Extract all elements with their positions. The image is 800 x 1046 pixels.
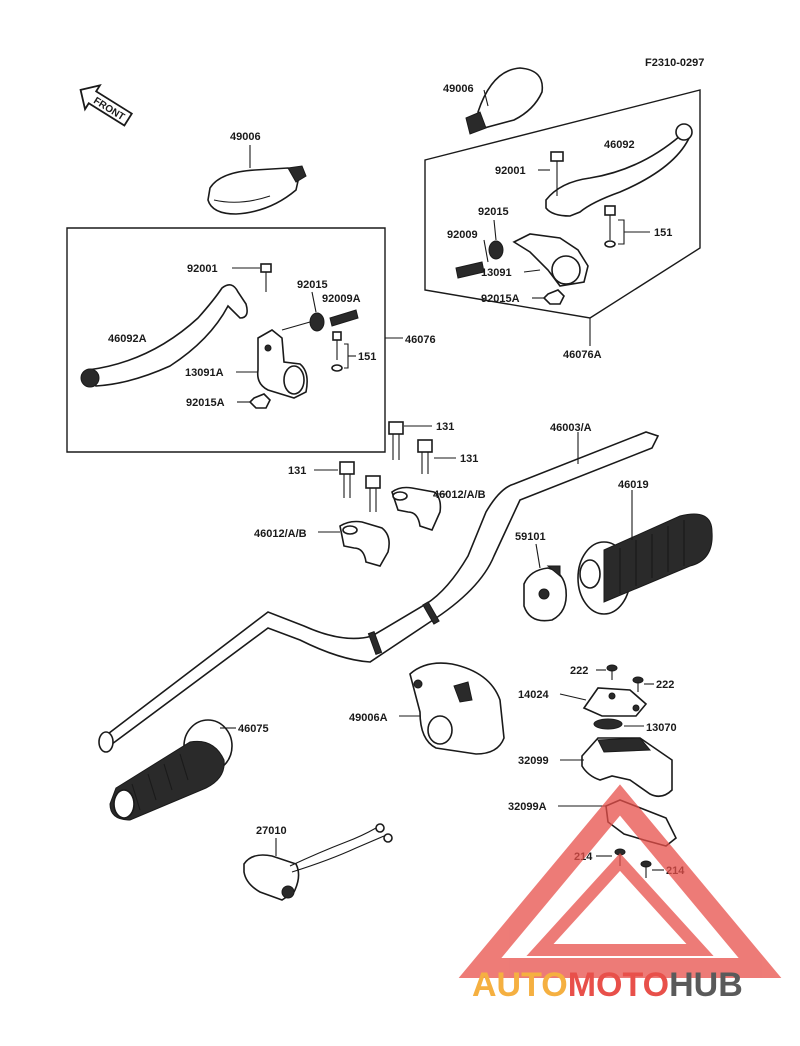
label-131-c: 131 [288, 465, 306, 477]
washer-92015-right [488, 240, 504, 260]
label-59101: 59101 [515, 531, 546, 543]
label-151-left: 151 [358, 351, 376, 363]
label-46092: 46092 [604, 139, 635, 151]
screw-222-right [632, 676, 644, 692]
label-151-right: 151 [654, 227, 672, 239]
handlebar-clamp-lower [339, 520, 390, 567]
kill-switch-27010 [243, 823, 393, 901]
pivot-bolt-151-right [604, 205, 616, 248]
bolt-131-a [388, 421, 404, 460]
label-46076A: 46076A [563, 349, 602, 361]
label-46003: 46003/A [550, 422, 592, 434]
bolt-131-c [339, 461, 355, 498]
screw-92009 [455, 261, 485, 279]
figure-code: F2310-0297 [645, 57, 704, 69]
screw-214-right [640, 860, 652, 878]
gasket-13070 [593, 718, 623, 730]
nut-92015A-left [248, 393, 271, 409]
automotohub-watermark-logo [458, 784, 782, 978]
label-131-b: 131 [460, 453, 478, 465]
lever-46092A [80, 284, 248, 388]
watermark-text: AUTOMOTOHUB [472, 966, 743, 1004]
label-92015A-right: 92015A [481, 293, 520, 305]
label-92015A-left: 92015A [186, 397, 225, 409]
label-222-right: 222 [656, 679, 674, 691]
lever-bracket-13091A [256, 329, 308, 399]
label-49006A: 49006A [349, 712, 388, 724]
nut-92015A-right [542, 289, 565, 305]
label-92001-left: 92001 [187, 263, 218, 275]
pivot-bolt-151-left [331, 331, 343, 372]
bolt-92001-right [550, 151, 564, 196]
lever-46092 [545, 123, 693, 217]
right-lever-assembly-box [424, 89, 701, 319]
left-lever-assembly-box [66, 227, 386, 453]
label-49006-right: 49006 [443, 83, 474, 95]
throttle-grip-46019 [577, 513, 713, 615]
label-46076: 46076 [405, 334, 436, 346]
label-32099: 32099 [518, 755, 549, 767]
label-92009A: 92009A [322, 293, 361, 305]
washer-92015-left [309, 312, 325, 332]
throttle-pulley-59101 [523, 565, 568, 622]
lever-bracket-13091 [512, 233, 589, 287]
label-49006-left: 49006 [230, 131, 261, 143]
label-92015-left: 92015 [297, 279, 328, 291]
label-46092A: 46092A [108, 333, 147, 345]
label-46075: 46075 [238, 723, 269, 735]
label-92015-right: 92015 [478, 206, 509, 218]
screw-92009A [329, 309, 359, 327]
lever-cover-right [465, 67, 544, 135]
lever-cover-left [207, 165, 307, 215]
label-222-left: 222 [570, 665, 588, 677]
label-13091A: 13091A [185, 367, 224, 379]
bolt-131-b [417, 439, 433, 474]
label-92001-right: 92001 [495, 165, 526, 177]
label-13070: 13070 [646, 722, 677, 734]
label-46019: 46019 [618, 479, 649, 491]
left-grip-46075 [109, 719, 233, 821]
label-131-a: 131 [436, 421, 454, 433]
label-92009: 92009 [447, 229, 478, 241]
label-14024: 14024 [518, 689, 549, 701]
throttle-cover-14024 [582, 687, 648, 717]
front-arrow-icon: FRONT [79, 84, 134, 127]
label-13091: 13091 [481, 267, 512, 279]
label-46012-right: 46012/A/B [433, 489, 486, 501]
throttle-case-32099 [581, 737, 673, 798]
screw-222-left [606, 664, 618, 680]
label-32099A: 32099A [508, 801, 547, 813]
handlebar-46003 [98, 431, 660, 753]
throttle-housing-49006A [409, 662, 505, 755]
label-46012-left: 46012/A/B [254, 528, 307, 540]
handlebar-clamp-upper [391, 486, 442, 531]
bolt-92001-left [260, 263, 272, 292]
label-27010: 27010 [256, 825, 287, 837]
bolt-131-d [365, 475, 381, 512]
